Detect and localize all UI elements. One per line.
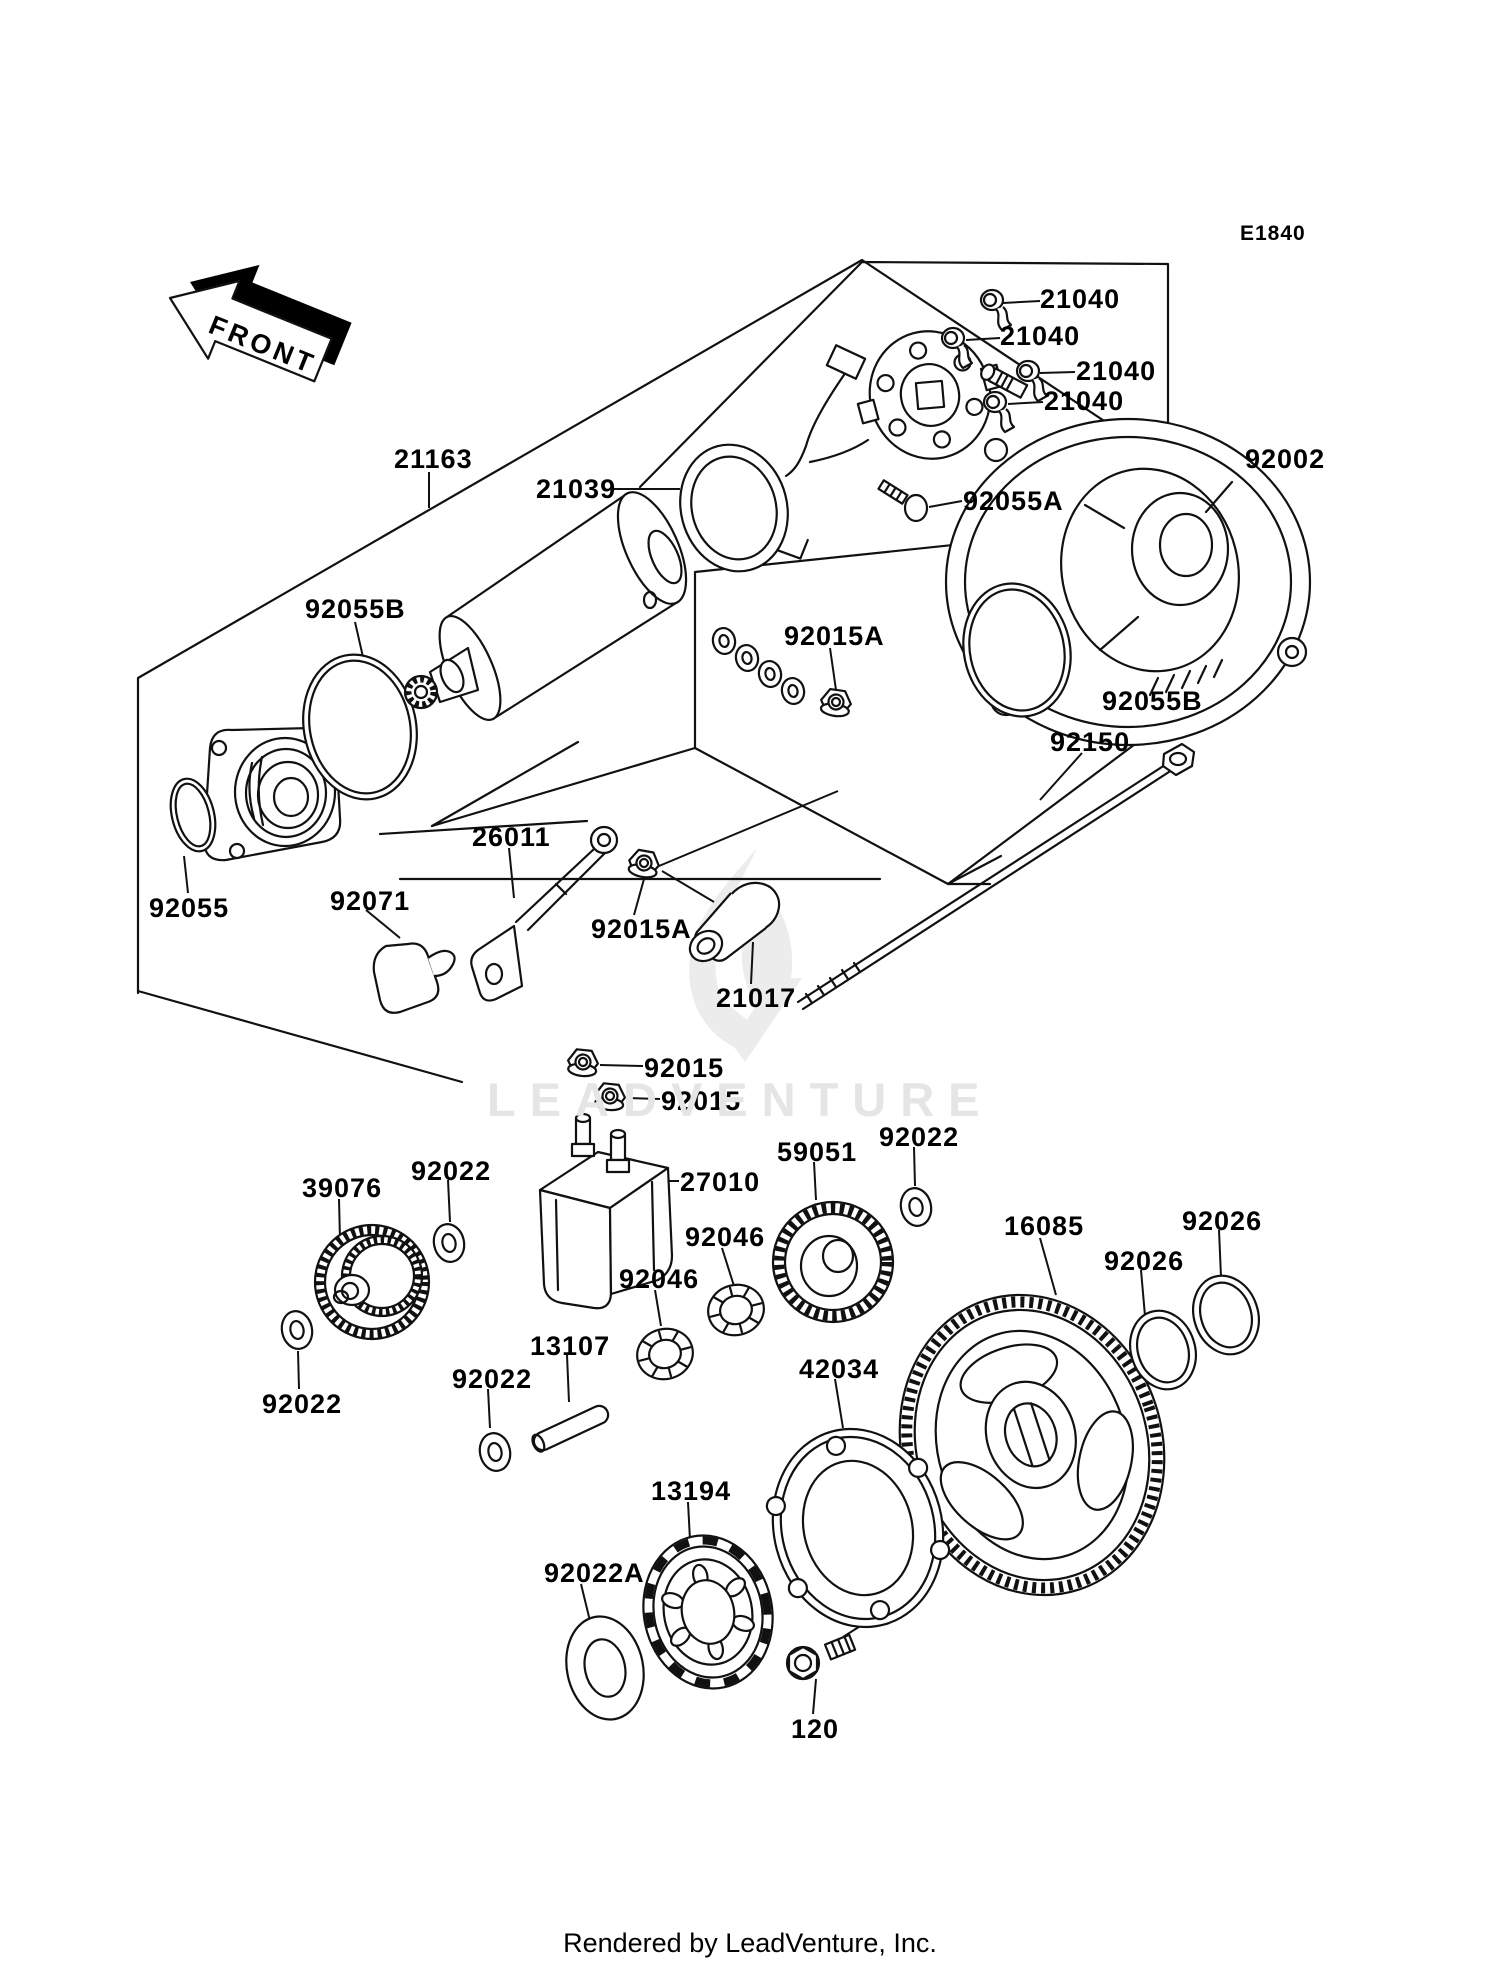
part-label-92015-2: 92015 — [661, 1086, 742, 1116]
o-ring-92055a — [903, 493, 929, 523]
spacer-92026-right — [1192, 1274, 1260, 1356]
part-label-92026-right: 92026 — [1182, 1206, 1263, 1236]
part-label-21040-4: 21040 — [1044, 386, 1125, 416]
bolt-120 — [785, 1633, 857, 1681]
part-label-13194: 13194 — [651, 1476, 732, 1506]
part-label-92046-upper: 92046 — [685, 1222, 766, 1252]
nut-92015a-lower — [625, 847, 662, 881]
part-label-92022-b: 92022 — [879, 1122, 960, 1152]
front-direction-arrow: FRONT — [168, 264, 352, 383]
part-label-92015a-lower: 92015A — [591, 914, 692, 944]
part-label-42034: 42034 — [799, 1354, 880, 1384]
part-label-21039: 21039 — [536, 474, 617, 504]
gear-39076 — [313, 1223, 431, 1341]
part-label-92022-a: 92022 — [411, 1156, 492, 1186]
part-label-92015-1: 92015 — [644, 1053, 725, 1083]
brush-holder-ring — [679, 443, 809, 573]
spacer-92026-left — [1129, 1309, 1197, 1391]
o-ring-92055 — [169, 777, 217, 853]
part-label-92026-left: 92026 — [1104, 1246, 1185, 1276]
part-label-92055b-right: 92055B — [1102, 686, 1203, 716]
part-label-92022a: 92022A — [544, 1558, 645, 1588]
part-label-92071: 92071 — [330, 886, 411, 916]
part-label-27010: 27010 — [680, 1167, 761, 1197]
part-label-21017: 21017 — [716, 983, 797, 1013]
watermark-text: LEADVENTURE — [487, 1073, 994, 1126]
battery-cable-26011 — [470, 825, 619, 1002]
ring-gear-16085 — [898, 1293, 1166, 1597]
bearing-92046-upper — [701, 1277, 771, 1343]
part-label-92022-d: 92022 — [262, 1389, 343, 1419]
gear-59051 — [771, 1200, 895, 1324]
pin-13107 — [531, 1404, 610, 1453]
page-code: E1840 — [1240, 222, 1306, 245]
part-label-92055b-left: 92055B — [305, 594, 406, 624]
washer-92022-c — [475, 1429, 515, 1475]
bushing-21017 — [688, 881, 781, 963]
brush-lead-wiring — [784, 344, 1029, 505]
bearing-92046-lower — [630, 1321, 700, 1387]
part-label-16085: 16085 — [1004, 1211, 1085, 1241]
o-ring-92055b-right — [962, 582, 1072, 718]
part-label-21040-3: 21040 — [1076, 356, 1157, 386]
starter-relay-27010 — [538, 1112, 674, 1310]
cap-92071 — [372, 942, 456, 1014]
part-label-92150: 92150 — [1050, 727, 1131, 757]
end-cap-left — [202, 726, 342, 862]
part-label-59051: 59051 — [777, 1137, 858, 1167]
washer-92022-b — [896, 1184, 936, 1230]
washer-92022-a — [429, 1220, 469, 1266]
bolt-92150 — [796, 742, 1196, 1011]
part-label-92002: 92002 — [1245, 444, 1326, 474]
part-label-92055a: 92055A — [963, 486, 1064, 516]
washer-92022a — [565, 1615, 645, 1721]
part-label-26011: 26011 — [472, 822, 551, 852]
washer-92022-d — [277, 1307, 317, 1353]
footer-credit: Rendered by LeadVenture, Inc. — [563, 1928, 937, 1958]
part-label-21163: 21163 — [394, 444, 473, 474]
part-label-92022-c: 92022 — [452, 1364, 533, 1394]
part-label-39076: 39076 — [302, 1173, 383, 1203]
o-ring-92055b-left — [302, 653, 418, 801]
part-label-21040-1: 21040 — [1040, 284, 1121, 314]
holder-plate-42034 — [765, 1427, 951, 1629]
part-label-92055: 92055 — [149, 893, 230, 923]
part-label-92015a-upper: 92015A — [784, 621, 885, 651]
armature-21163 — [403, 491, 688, 722]
part-label-21040-2: 21040 — [1000, 321, 1081, 351]
part-label-92046-lower: 92046 — [619, 1264, 700, 1294]
part-label-120: 120 — [791, 1714, 840, 1744]
part-label-13107: 13107 — [530, 1331, 611, 1361]
one-way-clutch-13194 — [642, 1534, 774, 1690]
